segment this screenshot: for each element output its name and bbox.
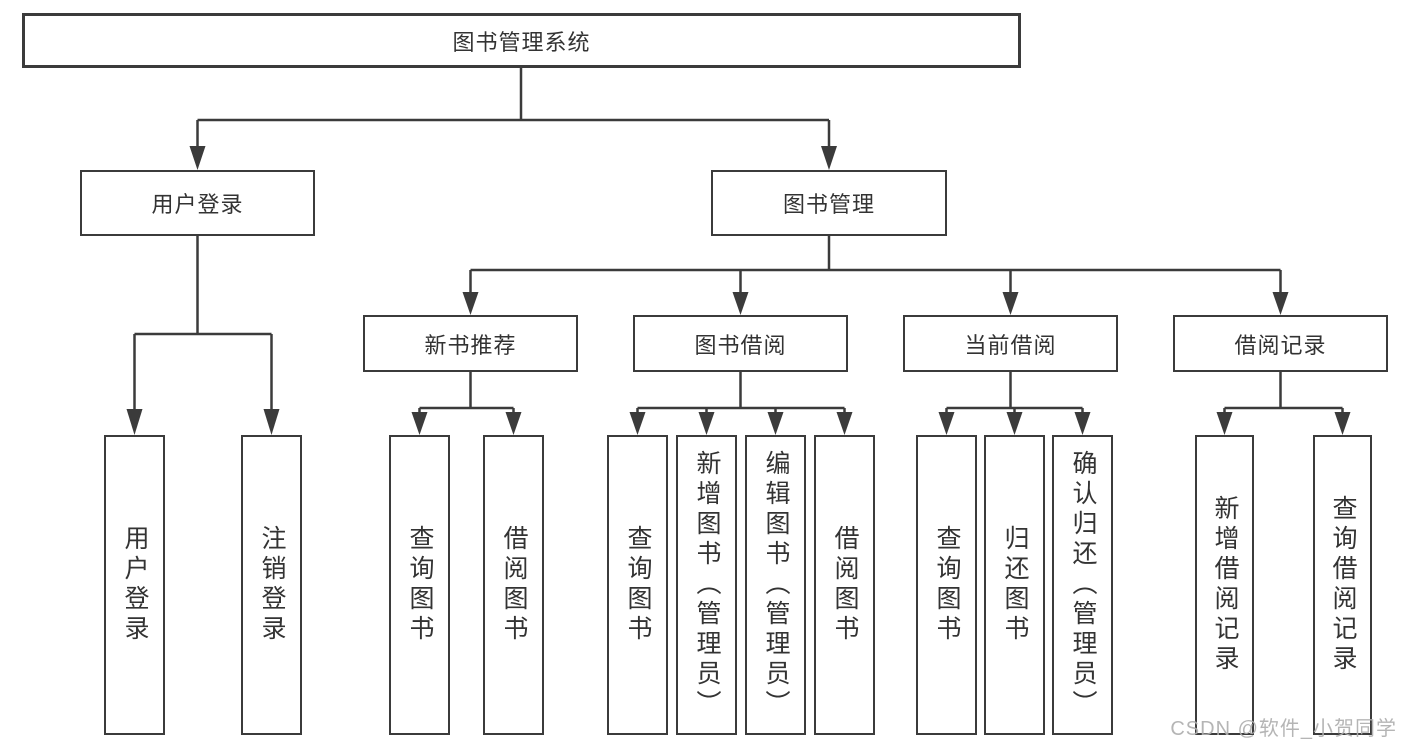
leaf-book-borrow-edit-admin: 编辑图书（管理员） — [745, 435, 806, 735]
arrow-to-book-borrow — [732, 270, 749, 315]
watermark-text: CSDN @软件_小贺同学 — [1170, 718, 1397, 740]
leaf-borrow-records-query: 查询借阅记录 — [1313, 435, 1372, 735]
arrow-current-borrow-leaf-1 — [938, 408, 955, 435]
leaf-current-borrow-return: 归还图书 — [984, 435, 1045, 735]
arrow-to-book-management — [821, 120, 837, 170]
node-root-title: 图书管理系统 — [22, 13, 1021, 68]
arrow-book-borrow-leaf-2 — [698, 408, 715, 435]
arrow-to-current-borrow — [1002, 270, 1019, 315]
leaf-book-borrow-borrow: 借阅图书 — [814, 435, 875, 735]
leaf-current-borrow-confirm-admin: 确认归还（管理员） — [1052, 435, 1113, 735]
arrow-to-new-books — [462, 270, 479, 315]
arrow-new-books-leaf-1 — [411, 408, 428, 435]
arrow-new-books-leaf-2 — [505, 408, 522, 435]
arrow-book-borrow-leaf-3 — [767, 408, 784, 435]
arrow-current-borrow-leaf-2 — [1006, 408, 1023, 435]
node-new-books: 新书推荐 — [363, 315, 578, 372]
leaf-logout: 注销登录 — [241, 435, 302, 735]
arrow-book-borrow-leaf-1 — [629, 408, 646, 435]
node-book-borrow: 图书借阅 — [633, 315, 848, 372]
node-borrow-records: 借阅记录 — [1173, 315, 1388, 372]
arrow-borrow-records-leaf-1 — [1216, 408, 1233, 435]
arrow-to-leaf-logout — [263, 334, 280, 435]
leaf-user-login: 用户登录 — [104, 435, 165, 735]
arrow-current-borrow-leaf-3 — [1074, 408, 1091, 435]
leaf-book-borrow-query: 查询图书 — [607, 435, 668, 735]
node-book-management: 图书管理 — [711, 170, 947, 236]
leaf-book-borrow-add-admin: 新增图书（管理员） — [676, 435, 737, 735]
node-current-borrow: 当前借阅 — [903, 315, 1118, 372]
arrow-book-borrow-leaf-4 — [836, 408, 853, 435]
leaf-borrow-records-add: 新增借阅记录 — [1195, 435, 1254, 735]
node-user-login: 用户登录 — [80, 170, 315, 236]
arrow-to-borrow-records — [1272, 270, 1289, 315]
arrow-to-leaf-user-login — [126, 334, 143, 435]
leaf-new-books-query: 查询图书 — [389, 435, 450, 735]
leaf-new-books-borrow: 借阅图书 — [483, 435, 544, 735]
arrow-borrow-records-leaf-2 — [1334, 408, 1351, 435]
arrow-to-user-login — [189, 120, 206, 170]
leaf-current-borrow-query: 查询图书 — [916, 435, 977, 735]
